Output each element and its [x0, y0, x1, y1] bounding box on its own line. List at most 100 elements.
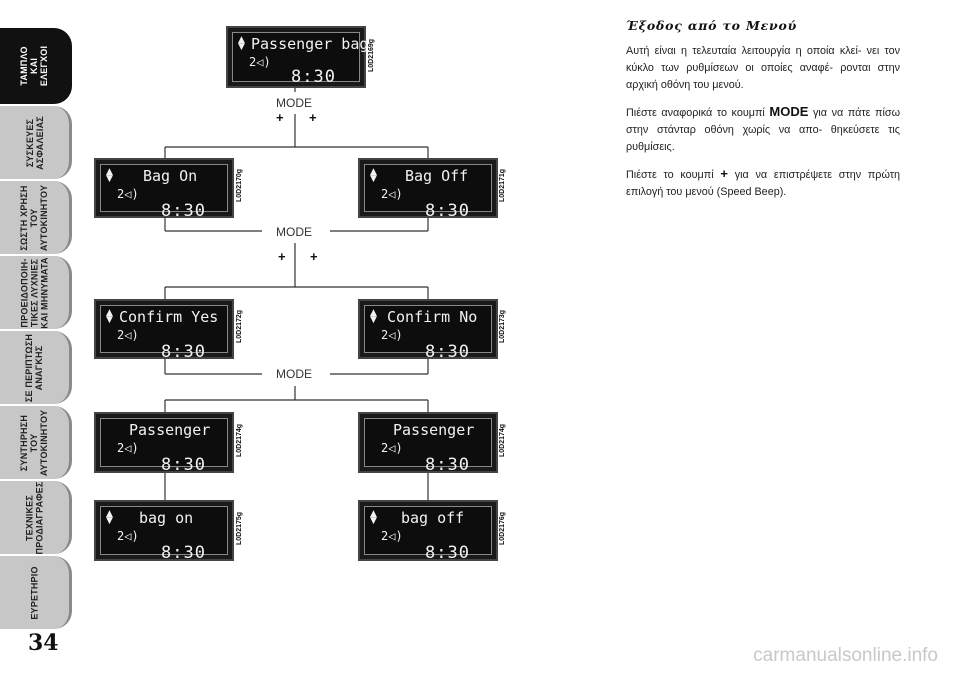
volume-indicator: 2◁) [117, 187, 139, 201]
tab-index[interactable]: ΕΥΡΕΤΗΡΙΟ [0, 556, 72, 629]
volume-level: 2 [381, 328, 389, 342]
up-down-arrows-icon: ▲▼ [370, 509, 377, 526]
paragraph-mode: Πιέστε αναφορικά το κουμπί MODE για να π… [626, 103, 900, 156]
volume-indicator: 2◁) [381, 187, 403, 201]
lcd-screen-confirm-yes: ▲▼ Confirm Yes 2◁) 8:30 [94, 299, 234, 362]
lcd-screen-bag-on: ▲▼ Bag On 2◁) 8:30 [94, 158, 234, 221]
screen-title: bag on [139, 509, 194, 527]
screen-title: Bag On [143, 167, 198, 185]
speaker-icon: ◁) [124, 529, 139, 543]
clock-time: 8:30 [425, 342, 470, 362]
paragraph-mode-pre: Πιέστε αναφορικά το κουμπί [626, 107, 765, 119]
mode-label-3: MODE [272, 367, 316, 381]
volume-indicator: 2◁) [381, 529, 403, 543]
volume-level: 2 [381, 441, 389, 455]
tab-emergency[interactable]: ΣΕ ΠΕΡΙΠΤΩΣΗ ΑΝΑΓΚΗΣ [0, 331, 72, 404]
lcd-screen-bag-off-lower: ▲▼ bag off 2◁) 8:30 [358, 500, 498, 563]
up-down-arrows-icon: ▲▼ [370, 167, 377, 184]
screen-title: Passenger bag [251, 35, 369, 53]
speaker-icon: ◁) [388, 529, 403, 543]
lcd-screen-bag-on-lower: ▲▼ bag on 2◁) 8:30 [94, 500, 234, 563]
volume-level: 2 [249, 55, 257, 69]
tab-safety-devices[interactable]: ΣΥΣΚΕΥΕΣ ΑΣΦΑΛΕΙΑΣ [0, 106, 72, 179]
mode-label-2: MODE [272, 225, 316, 239]
screen-title: Confirm Yes [119, 308, 219, 326]
clock-time: 8:30 [425, 201, 470, 221]
clock-time: 8:30 [425, 543, 470, 563]
image-code: L0D2170g [236, 168, 243, 202]
volume-indicator: 2◁) [381, 328, 403, 342]
lcd-screen-passenger-bag: ▲▼ Passenger bag 2◁) 8:30 [226, 26, 369, 88]
speaker-icon: ◁) [388, 441, 403, 455]
image-code: L0D2174g [499, 423, 506, 457]
image-code: L0D2169g [368, 38, 375, 72]
image-code: L0D2171g [499, 168, 506, 202]
menu-flow-diagram: MODE + + MODE + + MODE ▲▼ Passenger bag … [94, 26, 506, 563]
tab-warning-lights[interactable]: ΠΡΟΕΙΔΟΠΟΙΗ- ΤΙΚΕΣ ΛΥΧΝΙΕΣ ΚΑΙ ΜΗΝΥΜΑΤΑ [0, 256, 72, 329]
volume-indicator: 2◁) [381, 441, 403, 455]
paragraph-intro: Αυτή είναι η τελευταία λειτουργία η οποί… [626, 45, 900, 91]
up-down-arrows-icon: ▲▼ [106, 509, 113, 526]
screen-title: Bag Off [405, 167, 469, 185]
speaker-icon: ◁) [388, 187, 403, 201]
paragraph-plus-post: για να επιστρέψετε στην πρώτη επιλογή το… [626, 169, 900, 198]
volume-level: 2 [117, 441, 125, 455]
up-down-arrows-icon: ▲▼ [238, 35, 245, 52]
speaker-icon: ◁) [124, 187, 139, 201]
volume-indicator: 2◁) [117, 529, 139, 543]
paragraph-plus-pre: Πιέστε το κουμπί [626, 169, 714, 181]
lcd-screen-confirm-no: ▲▼ Confirm No 2◁) 8:30 [358, 299, 498, 362]
clock-time: 8:30 [161, 342, 206, 362]
speaker-icon: ◁) [124, 328, 139, 342]
clock-time: 8:30 [161, 543, 206, 563]
screen-title: Confirm No [387, 308, 478, 326]
watermark: carmanualsonline.info [753, 645, 938, 666]
paragraph-mode-post: για να πάτε πίσω στην στάνταρ οθόνη χωρί… [626, 107, 900, 153]
speaker-icon: ◁) [388, 328, 403, 342]
volume-level: 2 [117, 187, 125, 201]
lcd-screen-bag-off: ▲▼ Bag Off 2◁) 8:30 [358, 158, 498, 221]
image-code: L0D2175g [236, 511, 243, 545]
image-code: L0D2176g [499, 511, 506, 545]
speaker-icon: ◁) [124, 441, 139, 455]
tab-maintenance[interactable]: ΣΥΝΤΗΡΗΣΗ ΤΟΥ ΑΥΤΟΚΙΝΗΤΟΥ [0, 406, 72, 479]
clock-time: 8:30 [161, 201, 206, 221]
volume-level: 2 [381, 529, 389, 543]
plus-right-1: + [309, 110, 317, 125]
plus-key-label: + [720, 166, 728, 181]
tab-correct-use[interactable]: ΣΩΣΤΗ ΧΡΗΣΗ ΤΟΥ ΑΥΤΟΚΙΝΗΤΟΥ [0, 181, 72, 254]
plus-right-2: + [310, 249, 318, 264]
volume-indicator: 2◁) [117, 441, 139, 455]
tab-technical-specs[interactable]: ΤΕΧΝΙΚΕΣ ΠΡΟΔΙΑΓΡΑΦΕΣ [0, 481, 72, 554]
lcd-screen-passenger-right: Passenger 2◁) 8:30 [358, 412, 498, 475]
mode-key-label: MODE [769, 104, 809, 119]
section-heading: Έξοδος από το Μενού [626, 18, 798, 33]
tab-dashboard-controls[interactable]: ΤΑΜΠΛΟ ΚΑΙ ΕΛΕΓΧΟΙ [0, 28, 72, 104]
screen-title: Passenger [129, 421, 211, 439]
mode-label-1: MODE [272, 96, 316, 110]
image-code: L0D2172g [236, 309, 243, 343]
image-code: L0D2174g [236, 423, 243, 457]
clock-time: 8:30 [291, 67, 336, 87]
up-down-arrows-icon: ▲▼ [106, 308, 113, 325]
volume-indicator: 2◁) [249, 55, 271, 69]
connector-lines [164, 88, 429, 500]
plus-left-2: + [278, 249, 286, 264]
lcd-screen-passenger-left: Passenger 2◁) 8:30 [94, 412, 234, 475]
plus-left-1: + [276, 110, 284, 125]
up-down-arrows-icon: ▲▼ [370, 308, 377, 325]
volume-level: 2 [117, 328, 125, 342]
instructions-column: Έξοδος από το Μενού Αυτή είναι η τελευτα… [626, 18, 900, 210]
volume-indicator: 2◁) [117, 328, 139, 342]
speaker-icon: ◁) [256, 55, 271, 69]
screen-title: Passenger [393, 421, 475, 439]
clock-time: 8:30 [425, 455, 470, 475]
paragraph-plus: Πιέστε το κουμπί + για να επιστρέψετε στ… [626, 165, 900, 201]
volume-level: 2 [117, 529, 125, 543]
up-down-arrows-icon: ▲▼ [106, 167, 113, 184]
clock-time: 8:30 [161, 455, 206, 475]
screen-title: bag off [401, 509, 465, 527]
page-number: 34 [28, 630, 59, 656]
image-code: L0D2173g [499, 309, 506, 343]
volume-level: 2 [381, 187, 389, 201]
